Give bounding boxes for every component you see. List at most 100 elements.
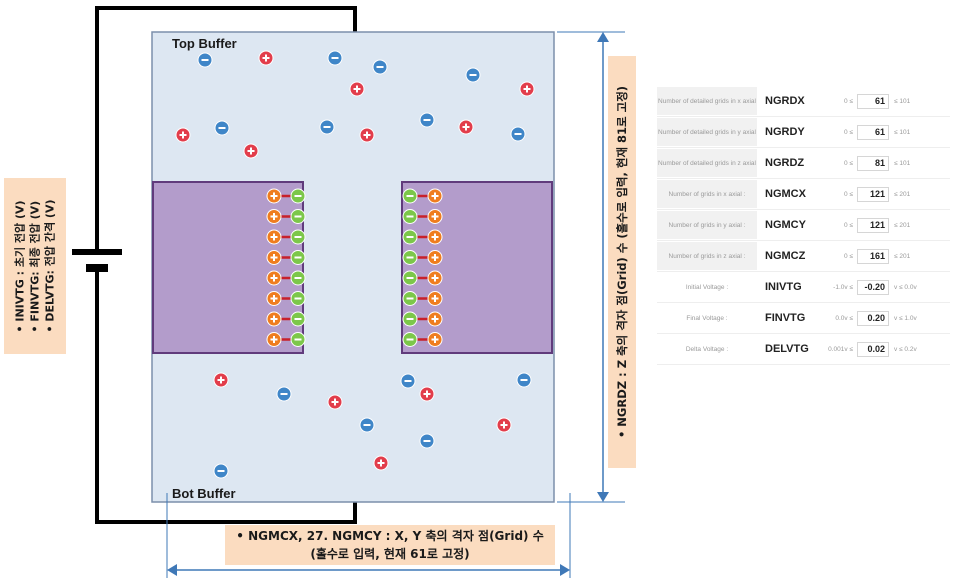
surface-positive-charge-icon bbox=[427, 311, 443, 327]
surface-negative-charge-icon bbox=[290, 291, 306, 306]
param-max: v ≤ 0.2v bbox=[894, 345, 917, 353]
free-ions bbox=[175, 50, 535, 479]
negative-ion-icon bbox=[419, 433, 435, 449]
surface-negative-charge-icon bbox=[290, 270, 306, 286]
param-name: NGRDX bbox=[765, 95, 805, 107]
param-min: 0 ≤ bbox=[844, 252, 853, 260]
surface-positive-charge-icon bbox=[266, 250, 282, 265]
surface-negative-charge-icon bbox=[290, 332, 306, 347]
negative-ion-icon bbox=[510, 126, 526, 142]
param-value-field[interactable]: 0.20 bbox=[857, 310, 889, 326]
param-min: -1.0v ≤ bbox=[833, 283, 853, 291]
param-value-field[interactable]: 121 bbox=[857, 186, 889, 202]
param-name: DELVTG bbox=[765, 343, 809, 355]
surface-positive-charge-icon bbox=[427, 250, 443, 265]
negative-ion-icon bbox=[214, 120, 230, 136]
surface-positive-charge-icon bbox=[266, 270, 282, 286]
param-desc: Number of grids in z axial : bbox=[657, 242, 757, 270]
membrane-right bbox=[401, 181, 553, 354]
param-value-field[interactable]: 61 bbox=[857, 124, 889, 140]
surface-positive-charge-icon bbox=[427, 188, 443, 204]
surface-charge-layers bbox=[266, 188, 443, 347]
xy-grid-note: • NGMCX, 27. NGMCY : X, Y 축의 격자 점(Grid) … bbox=[225, 525, 555, 565]
param-max: ≤ 101 bbox=[894, 159, 911, 167]
param-value-field[interactable]: 81 bbox=[857, 155, 889, 171]
param-value-field[interactable]: 0.02 bbox=[857, 341, 889, 357]
param-name: NGRDY bbox=[765, 126, 805, 138]
surface-negative-charge-icon bbox=[402, 188, 418, 204]
negative-ion-icon bbox=[276, 386, 292, 402]
param-max: ≤ 101 bbox=[894, 97, 911, 105]
z-axis-dimension bbox=[557, 31, 625, 503]
surface-positive-charge-icon bbox=[427, 270, 443, 286]
surface-negative-charge-icon bbox=[402, 250, 418, 265]
negative-ion-icon bbox=[213, 463, 229, 479]
surface-positive-charge-icon bbox=[427, 332, 443, 347]
note-delvtg: • DELVTG: 전압 간격 (V) bbox=[43, 199, 57, 333]
note-inivtg: • INIVTG : 초기 전압 (V) bbox=[13, 200, 27, 333]
param-name: NGMCZ bbox=[765, 250, 806, 262]
param-name: NGMCX bbox=[765, 188, 806, 200]
surface-negative-charge-icon bbox=[290, 311, 306, 327]
param-max: ≤ 101 bbox=[894, 128, 911, 136]
negative-ion-icon bbox=[359, 417, 375, 433]
param-min: 0 ≤ bbox=[844, 97, 853, 105]
positive-ion-icon bbox=[419, 386, 435, 402]
surface-positive-charge-icon bbox=[266, 209, 282, 224]
positive-ion-icon bbox=[519, 81, 535, 97]
param-row-ngmcz: Number of grids in z axial : NGMCZ 0 ≤ 161 ≤… bbox=[657, 241, 950, 272]
param-desc: Number of grids in x axial : bbox=[657, 180, 757, 208]
negative-ion-icon bbox=[419, 112, 435, 128]
surface-negative-charge-icon bbox=[290, 229, 306, 245]
surface-positive-charge-icon bbox=[266, 229, 282, 245]
circuit-wire bbox=[95, 6, 357, 524]
param-value-field[interactable]: -0.20 bbox=[857, 279, 889, 295]
param-max: v ≤ 1.0v bbox=[894, 314, 917, 322]
surface-positive-charge-icon bbox=[427, 229, 443, 245]
param-name: INIVTG bbox=[765, 281, 802, 293]
param-row-ngrdz: Number of detailed grids in z axial NGRDZ… bbox=[657, 148, 950, 179]
xy-axis-dimension bbox=[166, 493, 571, 578]
surface-positive-charge-icon bbox=[266, 291, 282, 306]
param-desc: Number of detailed grids in x axial bbox=[657, 87, 757, 115]
param-min: 0 ≤ bbox=[844, 128, 853, 136]
param-name: NGRDZ bbox=[765, 157, 805, 169]
param-desc: Number of detailed grids in z axial bbox=[657, 149, 757, 177]
negative-ion-icon bbox=[372, 59, 388, 75]
param-max: v ≤ 0.0v bbox=[894, 283, 917, 291]
negative-ion-icon bbox=[516, 372, 532, 388]
param-value-field[interactable]: 121 bbox=[857, 217, 889, 233]
surface-positive-charge-icon bbox=[266, 311, 282, 327]
bot-buffer-label: Bot Buffer bbox=[172, 486, 236, 501]
surface-positive-charge-icon bbox=[427, 209, 443, 224]
z-grid-note: • NGRDZ : Z 축의 격자 점(Grid) 수 (홀수로 입력, 현재 … bbox=[608, 56, 636, 468]
param-min: 0 ≤ bbox=[844, 221, 853, 229]
negative-ion-icon bbox=[327, 50, 343, 66]
positive-ion-icon bbox=[359, 127, 375, 143]
positive-ion-icon bbox=[327, 394, 343, 410]
param-max: ≤ 201 bbox=[894, 221, 911, 229]
note-ngmcxy-line2: (홀수로 입력, 현재 61로 고정) bbox=[310, 547, 470, 561]
positive-ion-icon bbox=[496, 417, 512, 433]
param-min: 0.001v ≤ bbox=[828, 345, 853, 353]
positive-ion-icon bbox=[213, 372, 229, 388]
param-value-field[interactable]: 161 bbox=[857, 248, 889, 264]
param-max: ≤ 201 bbox=[894, 190, 911, 198]
negative-ion-icon bbox=[197, 52, 213, 68]
voltage-legend-note: • INIVTG : 초기 전압 (V) • FINVTG: 최종 전압 (V)… bbox=[4, 178, 66, 354]
positive-ion-icon bbox=[258, 50, 274, 66]
battery-icon bbox=[72, 249, 122, 272]
param-max: ≤ 201 bbox=[894, 252, 911, 260]
surface-positive-charge-icon bbox=[427, 291, 443, 306]
membrane-left bbox=[152, 181, 304, 354]
param-row-ngrdx: Number of detailed grids in x axial NGRDX… bbox=[657, 86, 950, 117]
positive-ion-icon bbox=[349, 81, 365, 97]
surface-negative-charge-icon bbox=[290, 250, 306, 265]
surface-negative-charge-icon bbox=[290, 188, 306, 204]
surface-negative-charge-icon bbox=[402, 270, 418, 286]
param-value-field[interactable]: 61 bbox=[857, 93, 889, 109]
